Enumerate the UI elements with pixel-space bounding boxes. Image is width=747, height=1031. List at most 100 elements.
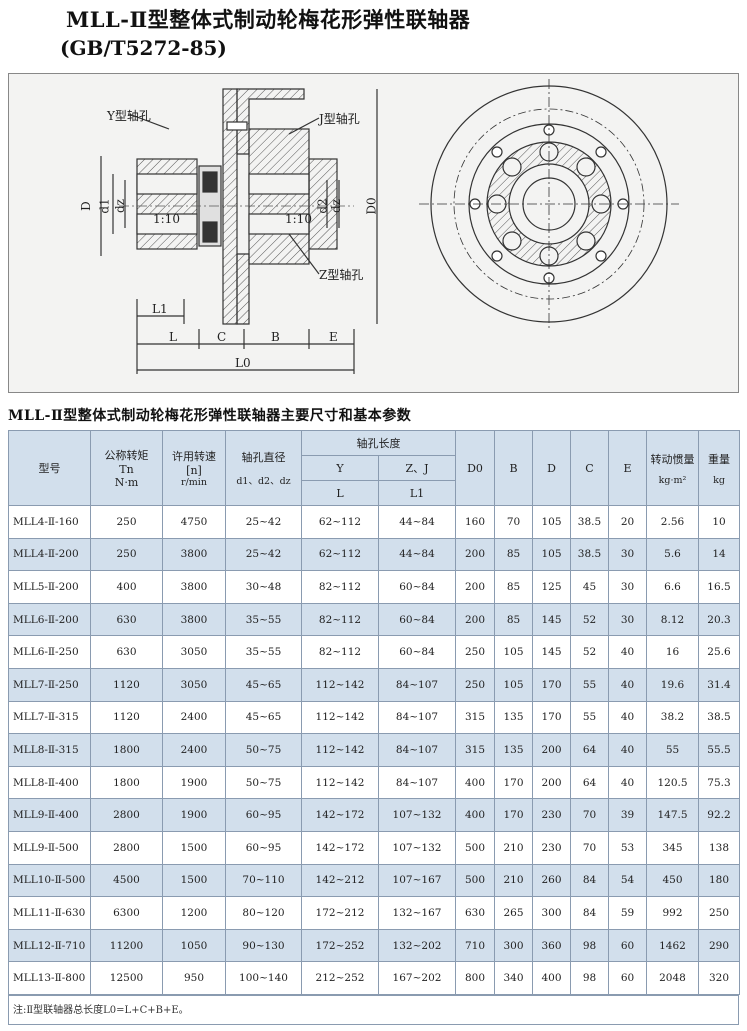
value-cell: 260	[532, 863, 571, 898]
value-cell: 45~65	[225, 700, 302, 735]
value-cell: 230	[532, 830, 571, 865]
header-bore: 轴孔直径 d1、d2、dz	[225, 430, 302, 506]
value-cell: 90~130	[225, 928, 302, 963]
value-cell: 1500	[162, 863, 226, 898]
value-cell: 3800	[162, 570, 226, 604]
value-cell: 1800	[90, 765, 163, 800]
model-cell: MLL7-Ⅱ-250	[8, 667, 91, 702]
value-cell: 132~167	[378, 896, 456, 930]
value-cell: 105	[532, 505, 571, 539]
value-cell: 1800	[90, 733, 163, 767]
value-cell: 52	[570, 635, 609, 669]
value-cell: 265	[494, 896, 533, 930]
header-l: L	[301, 480, 379, 506]
dim-d0: D0	[364, 197, 379, 215]
value-cell: 12500	[90, 961, 163, 995]
value-cell: 147.5	[646, 798, 699, 832]
value-cell: 39	[608, 798, 647, 832]
value-cell: 84~107	[378, 765, 456, 800]
value-cell: 92.2	[698, 798, 740, 832]
value-cell: 60~84	[378, 570, 456, 604]
value-cell: 25.6	[698, 635, 740, 669]
value-cell: 35~55	[225, 602, 302, 637]
value-cell: 16.5	[698, 570, 740, 604]
value-cell: 3050	[162, 635, 226, 669]
value-cell: 107~132	[378, 830, 456, 865]
value-cell: 44~84	[378, 505, 456, 539]
value-cell: 1900	[162, 798, 226, 832]
value-cell: 230	[532, 798, 571, 832]
value-cell: 84	[570, 863, 609, 898]
value-cell: 400	[90, 570, 163, 604]
value-cell: 2800	[90, 798, 163, 832]
value-cell: 60~95	[225, 798, 302, 832]
value-cell: 40	[608, 733, 647, 767]
value-cell: 5.6	[646, 537, 699, 572]
header-d0: D0	[455, 430, 495, 506]
z-hole-label: Z型轴孔	[319, 268, 364, 282]
value-cell: 11200	[90, 928, 163, 963]
value-cell: 112~142	[301, 733, 379, 767]
front-view	[419, 79, 679, 329]
value-cell: 55	[646, 733, 699, 767]
value-cell: 70~110	[225, 863, 302, 898]
value-cell: 25~42	[225, 505, 302, 539]
value-cell: 800	[455, 961, 495, 995]
dim-l: L	[169, 330, 177, 344]
value-cell: 172~212	[301, 896, 379, 930]
header-zj: Z、J	[378, 455, 456, 481]
value-cell: 400	[455, 765, 495, 800]
value-cell: 3800	[162, 602, 226, 637]
value-cell: 4500	[90, 863, 163, 898]
value-cell: 70	[494, 505, 533, 539]
value-cell: 84~107	[378, 733, 456, 767]
taper-left: 1:10	[153, 212, 180, 226]
value-cell: 14	[698, 537, 740, 572]
value-cell: 300	[532, 896, 571, 930]
value-cell: 250	[90, 537, 163, 572]
parameters-table: 型号 公称转矩 Tn N·m 许用转速 [n] r/min 轴孔直径 d1、d2…	[8, 430, 740, 995]
value-cell: 64	[570, 765, 609, 800]
model-cell: MLL13-Ⅱ-800	[8, 961, 91, 995]
value-cell: 30	[608, 537, 647, 572]
value-cell: 210	[494, 830, 533, 865]
value-cell: 160	[455, 505, 495, 539]
value-cell: 112~142	[301, 700, 379, 735]
value-cell: 142~212	[301, 863, 379, 898]
value-cell: 50~75	[225, 765, 302, 800]
value-cell: 45~65	[225, 667, 302, 702]
value-cell: 200	[532, 765, 571, 800]
value-cell: 84~107	[378, 700, 456, 735]
side-view	[100, 88, 378, 374]
value-cell: 142~172	[301, 830, 379, 865]
model-cell: MLL12-Ⅱ-710	[8, 928, 91, 963]
value-cell: 85	[494, 570, 533, 604]
value-cell: 62~112	[301, 505, 379, 539]
value-cell: 125	[532, 570, 571, 604]
value-cell: 60	[608, 928, 647, 963]
value-cell: 75.3	[698, 765, 740, 800]
header-y: Y	[301, 455, 379, 481]
technical-drawing: Y型轴孔 J型轴孔 Z型轴孔 D d1 dz d2 dz D0 1:10 1:1…	[8, 73, 739, 393]
value-cell: 98	[570, 928, 609, 963]
model-cell: MLL6-Ⅱ-200	[8, 602, 91, 637]
value-cell: 1500	[162, 830, 226, 865]
value-cell: 60~84	[378, 635, 456, 669]
value-cell: 55.5	[698, 733, 740, 767]
value-cell: 212~252	[301, 961, 379, 995]
coupling-drawing-svg	[100, 79, 679, 374]
value-cell: 1120	[90, 667, 163, 702]
header-b: B	[494, 430, 533, 506]
value-cell: 112~142	[301, 667, 379, 702]
value-cell: 170	[532, 700, 571, 735]
value-cell: 400	[532, 961, 571, 995]
taper-right: 1:10	[285, 212, 312, 226]
